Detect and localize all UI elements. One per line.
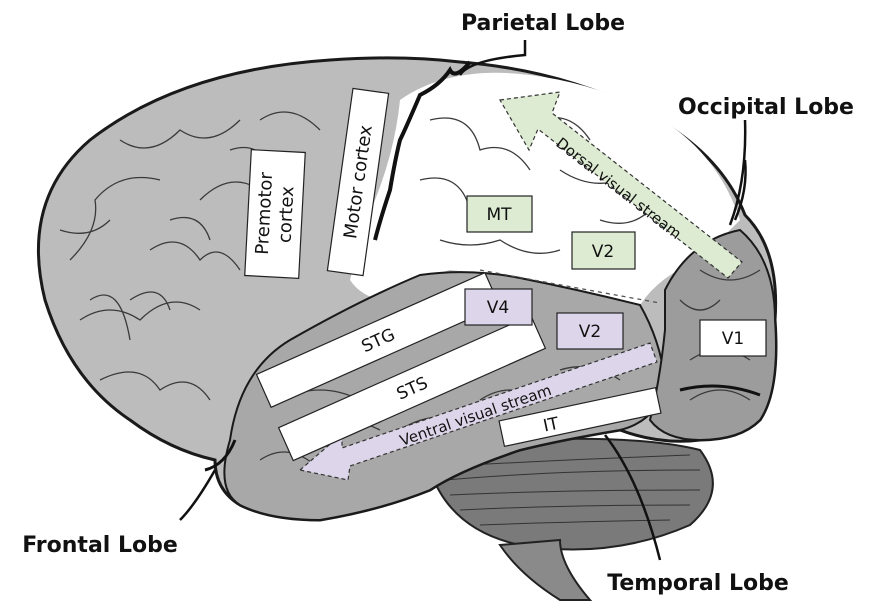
premotor-label-line2: cortex <box>275 185 299 243</box>
v1-label: V1 <box>722 329 744 349</box>
v4-label: V4 <box>487 298 509 318</box>
v2-ventral-box: V2 <box>557 313 623 349</box>
mt-label: MT <box>486 205 512 225</box>
premotor-label-line1: Premotor <box>252 171 277 255</box>
v2-dorsal-box: V2 <box>572 232 635 269</box>
frontal-lobe-label: Frontal Lobe <box>22 533 178 558</box>
occipital-lobe-label: Occipital Lobe <box>678 95 854 120</box>
parietal-lobe-label: Parietal Lobe <box>461 11 625 36</box>
mt-box: MT <box>467 196 532 232</box>
temporal-lobe-label: Temporal Lobe <box>607 571 789 596</box>
v2-ventral-label: V2 <box>579 322 601 342</box>
v2-dorsal-label: V2 <box>592 242 614 262</box>
v1-box: V1 <box>700 320 766 356</box>
premotor-box: Premotor cortex <box>245 150 306 279</box>
v4-box: V4 <box>465 289 532 325</box>
